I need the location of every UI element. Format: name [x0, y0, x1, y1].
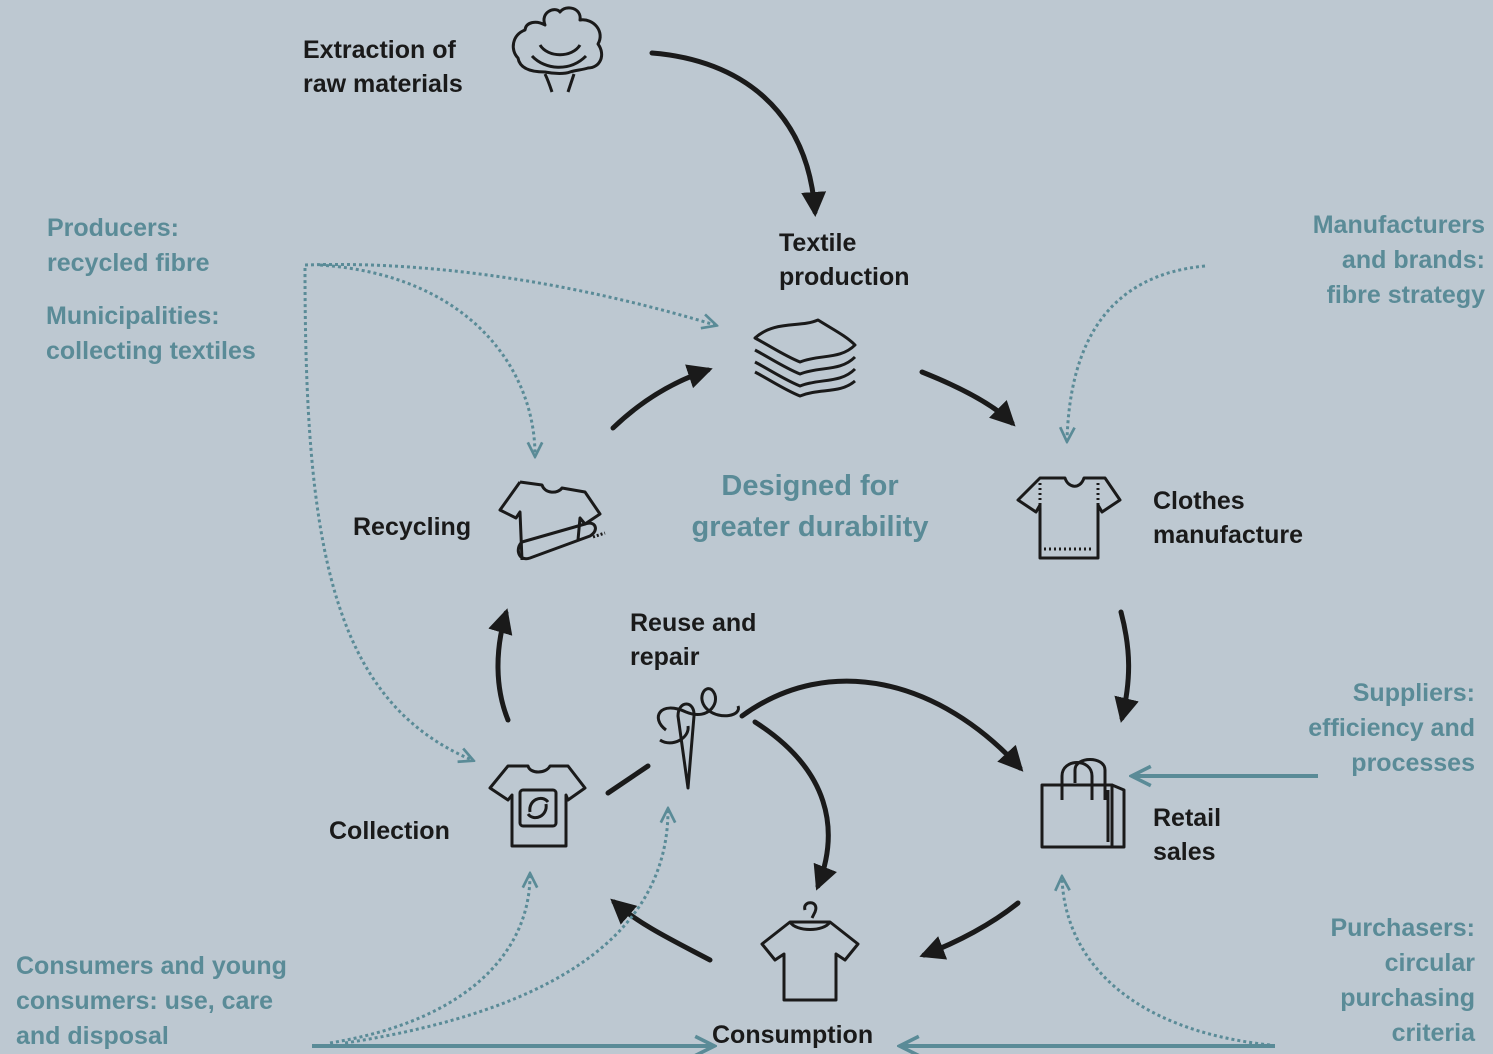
dotted-purchasers-to-retail — [1062, 878, 1271, 1047]
dotted-producers-to-textile — [304, 262, 715, 325]
arrow-reuse-to-consumption — [752, 719, 837, 891]
needle-thread-icon — [656, 687, 740, 790]
arrow-clothes-to-retail — [1114, 609, 1139, 723]
fabric-stack-icon — [753, 318, 857, 398]
arrow-consumption-to-collection — [610, 898, 713, 963]
actor-solid-arrows — [312, 776, 1318, 1046]
shirt-fibre-icon — [498, 480, 606, 561]
dotted-consumers-to-collection — [329, 875, 530, 1045]
arrow-reuse-to-retail — [739, 678, 1024, 772]
arrow-collection-to-recycling — [488, 608, 513, 723]
stage-consumption-label: Consumption — [712, 1021, 874, 1049]
line-collection-to-reuse — [605, 763, 651, 796]
arrow-extraction-to-textile — [649, 50, 827, 217]
recycle-shirt-icon — [488, 764, 587, 848]
arrow-textile-to-clothes — [919, 369, 1016, 427]
dotted-consumers-to-reuse — [344, 810, 668, 1045]
cycle-arrows — [488, 50, 1139, 963]
dotted-manufacturers-to-clothes — [1067, 264, 1206, 440]
tshirt-icon — [1016, 476, 1122, 560]
actor-arrows — [303, 262, 1271, 1047]
dotted-producers-to-recycling — [319, 263, 535, 455]
stage-collection-label: Collection — [329, 817, 450, 845]
hanger-shirt-icon — [760, 901, 860, 1002]
shopping-bag-icon — [1040, 758, 1126, 849]
stage-recycling-label: Recycling — [353, 513, 472, 541]
actor-producers-label: Producers:recycled fibre — [47, 214, 210, 277]
actor-municipalities-label: Municipalities:collecting textiles — [46, 302, 256, 365]
arrow-retail-to-consumption — [919, 900, 1021, 960]
cotton-boll-icon — [511, 6, 604, 93]
arrow-recycling-to-textile — [610, 364, 713, 431]
